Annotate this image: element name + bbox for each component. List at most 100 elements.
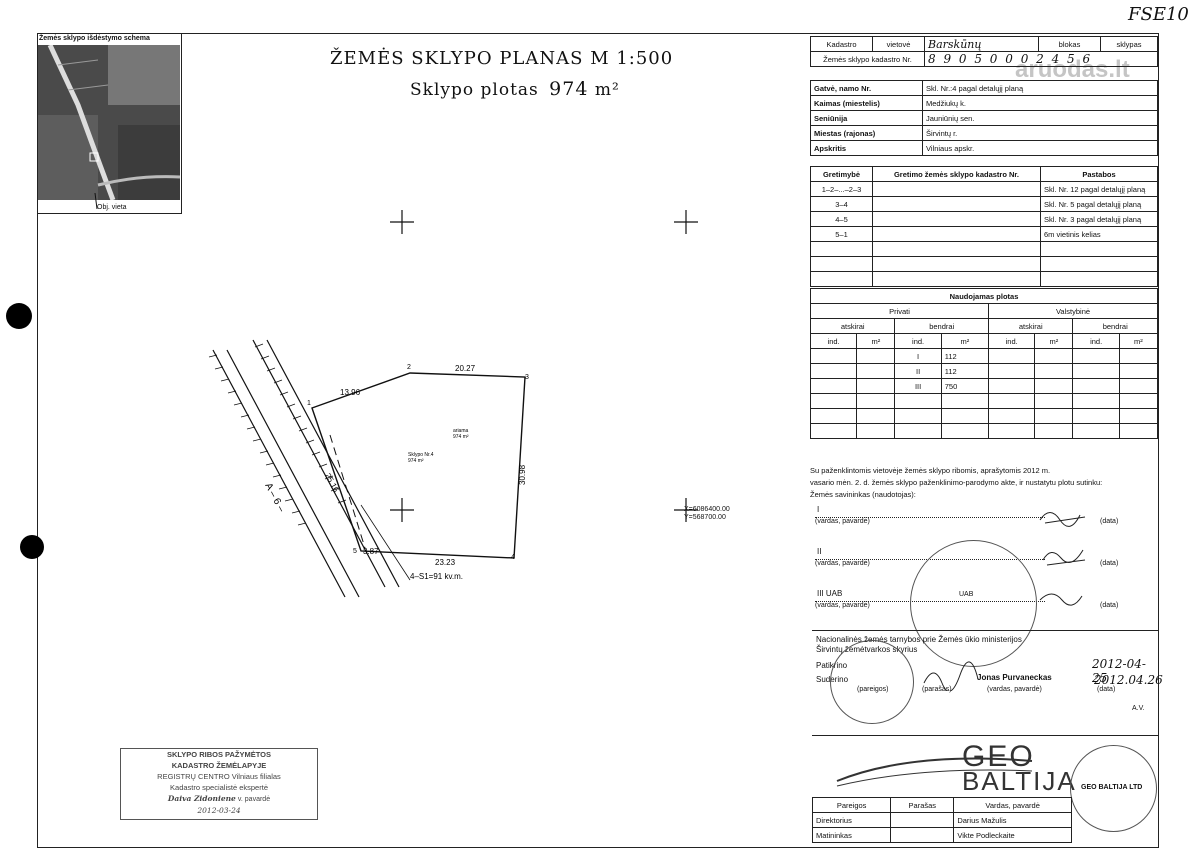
usage-cell — [1034, 348, 1074, 364]
parcel-boundary — [311, 372, 526, 559]
road-edge-right — [252, 339, 386, 588]
usage-cell — [988, 408, 1036, 424]
usage-cell — [809, 408, 858, 424]
usage-cell: 750 — [940, 378, 990, 394]
signers-header: Pareigos — [811, 797, 892, 813]
sub-data: (data) — [1097, 686, 1116, 693]
usage-table: Naudojamas plotas Privati Valstybinė ats… — [809, 288, 1159, 439]
registry-date: 2012-03-24 — [197, 806, 241, 815]
servitude-line — [329, 434, 366, 549]
signers-header: Parašas — [890, 797, 955, 813]
valstybine-label: Valstybinė — [988, 303, 1158, 319]
neighbors-header: Pastabos — [1040, 166, 1158, 182]
usage-cell — [940, 423, 990, 439]
usage-cell — [856, 348, 896, 364]
logo-bottom: BALTIJA — [962, 766, 1077, 796]
owner-3-sub: (vardas, pavardė) — [815, 602, 870, 609]
address-row: Kaimas (miestelis)Medžiukų k. — [810, 95, 1158, 111]
vietove-label: vietovė — [872, 36, 925, 52]
owner-1-date: (data) — [1100, 518, 1119, 525]
usage-cell — [856, 363, 896, 379]
usage-cell — [988, 423, 1036, 439]
cadastre-nr-label: Žemės sklypo kadastro Nr. — [810, 51, 925, 67]
neighbors-cell — [810, 256, 873, 272]
bendrai-label-2: bendrai — [1072, 318, 1158, 334]
cadastre-table: Kadastro vietovė Barskūnų blokas sklypas… — [810, 36, 1158, 67]
registry-line2: KADASTRO ŽEMĖLAPYJE — [171, 761, 267, 770]
ariama-label: ariama — [453, 428, 469, 434]
usage-cell — [988, 378, 1036, 394]
address-label: Seniūnija — [810, 110, 923, 126]
usage-cell — [894, 423, 942, 439]
atskirai-label-1: atskirai — [809, 318, 896, 334]
neighbors-header: Gretimybė — [810, 166, 873, 182]
neighbors-cell — [872, 226, 1041, 242]
registry-line3: REGISTRŲ CENTRO Vilniaus filialas — [157, 772, 281, 781]
crosshair-2 — [674, 210, 698, 234]
parcel-drawing: A – 6 – 1 2 3 4 5 13.96 20.27 30.98 23.2… — [208, 339, 529, 598]
address-value: Skl. Nr.:4 pagal detalųjį planą — [922, 80, 1158, 96]
company-logo — [836, 757, 1033, 787]
crosshair-1 — [390, 210, 414, 234]
signers-cell: Darius Mažulis — [953, 812, 1072, 828]
address-label: Miestas (rajonas) — [810, 125, 923, 141]
neighbors-cell: 3–4 — [810, 196, 873, 212]
neighbors-cell: 4–5 — [810, 211, 873, 227]
department-stamp — [830, 640, 914, 724]
neighbors-cell — [872, 196, 1041, 212]
approver-name: Jonas Purvaneckas — [977, 673, 1052, 682]
sub-parasas: (parašas) — [922, 686, 952, 693]
neighbors-cell: 6m vietinis kelias — [1040, 226, 1158, 242]
neighbors-row — [810, 256, 1158, 272]
registry-name: Daiva Zidoniene — [167, 794, 236, 803]
bendrai-label-1: bendrai — [894, 318, 990, 334]
owner-1-sub: (vardas, pavardė) — [815, 518, 870, 525]
usage-cell — [1072, 408, 1120, 424]
address-label: Kaimas (miestelis) — [810, 95, 923, 111]
aerial-photo — [38, 45, 180, 200]
av-label: A.V. — [1132, 705, 1145, 712]
vietove-value: Barskūnų — [924, 36, 1039, 52]
company-logo-area: GEO BALTIJA — [812, 735, 1158, 798]
area-label: Sklypo plotas — [410, 80, 539, 100]
scheme-title: Žemės sklypo išdėstymo schema — [39, 35, 150, 42]
area-value: 974 — [549, 78, 589, 100]
ariama-area: 974 m² — [453, 434, 469, 440]
signers-cell — [890, 827, 955, 843]
owner-3-date: (data) — [1100, 602, 1119, 609]
crosshair-4 — [674, 498, 698, 522]
address-row: Gatvė, namo Nr.Skl. Nr.:4 pagal detalųjį… — [810, 80, 1158, 96]
point-2: 2 — [407, 364, 411, 371]
agreement-section: Su paženklintomis vietovėje žemės sklypo… — [810, 465, 1158, 501]
area-line: Sklypo plotas 974 m² — [410, 78, 620, 100]
company-stamp-text: GEO BALTIJA LTD — [1081, 784, 1143, 791]
neighbors-cell — [1040, 271, 1158, 287]
neighbors-cell — [810, 271, 873, 287]
address-label: Gatvė, namo Nr. — [810, 80, 923, 96]
usage-cell — [1034, 423, 1074, 439]
signers-cell — [890, 812, 955, 828]
registry-line4: Kadastro specialistė ekspertė — [170, 783, 268, 792]
neighbors-cell — [1040, 241, 1158, 257]
ind-header: ind. — [1072, 333, 1120, 349]
usage-cell — [988, 393, 1036, 409]
neighbors-cell — [872, 211, 1041, 227]
usage-cell: II — [894, 363, 942, 379]
approval-line1: Nacionalinės žemės tarnybos prie Žemės ū… — [816, 635, 1022, 644]
usage-row — [809, 393, 1159, 409]
point-5: 5 — [353, 548, 357, 555]
signers-header: Vardas, pavardė — [953, 797, 1072, 813]
ind-header: ind. — [894, 333, 942, 349]
owner-3: III UAB — [817, 589, 843, 598]
cadastre-nr-value: 8 9 0 5 0 0 0 2 4 5 6 — [924, 51, 1158, 67]
neighbors-cell — [872, 271, 1041, 287]
approval-date1: 2012-04-25 — [1092, 657, 1146, 685]
m2-header: m² — [1118, 333, 1159, 349]
ind-header: ind. — [988, 333, 1036, 349]
usage-cell — [1118, 423, 1159, 439]
